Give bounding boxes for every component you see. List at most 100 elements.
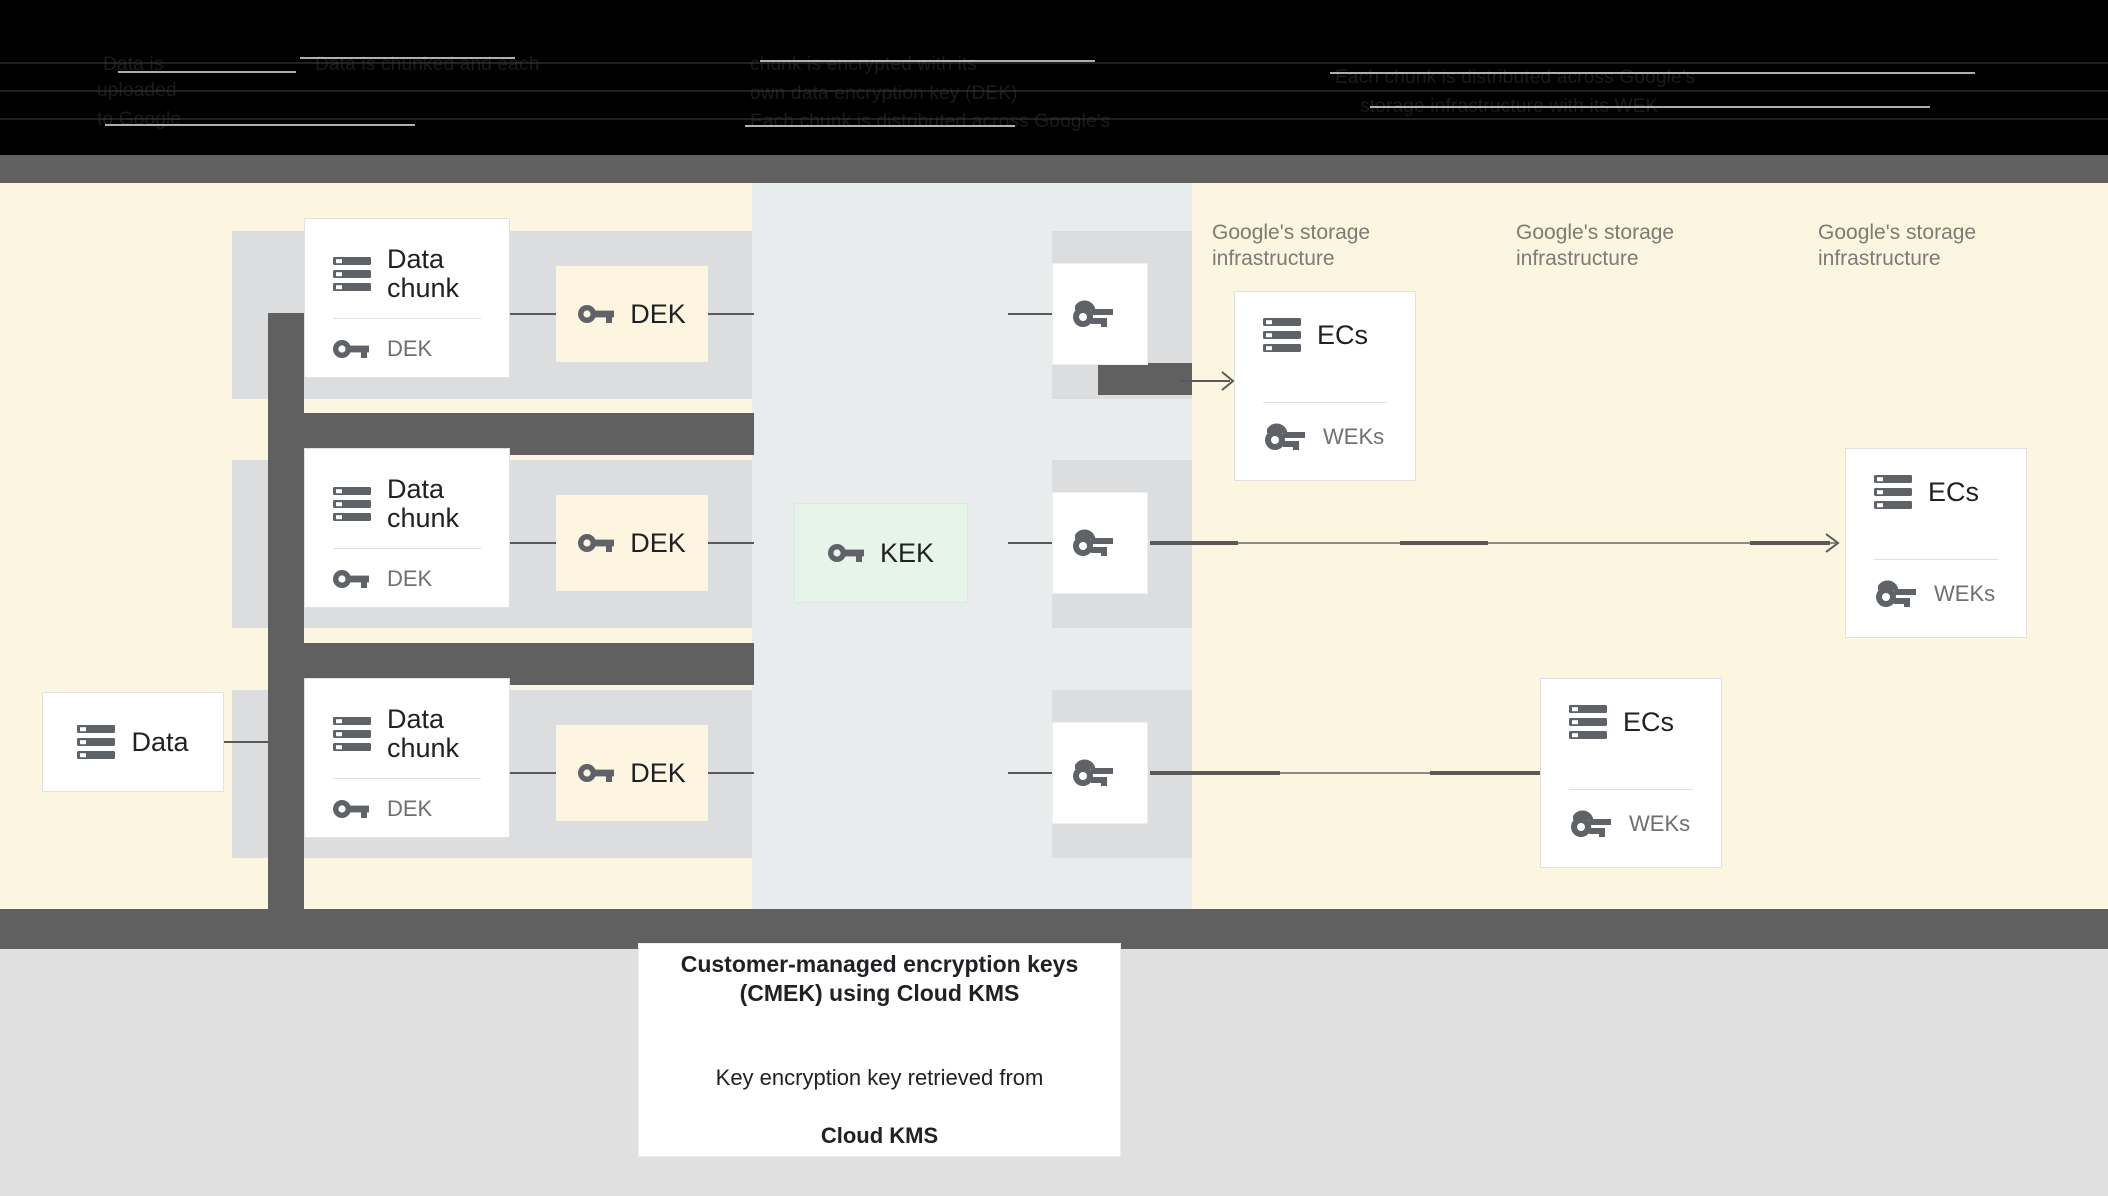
line-dek3-out [708,772,754,774]
data-chunk-title-3: Data chunk [387,704,460,763]
infra-label-1: Google's storage infrastructure [1212,221,1371,270]
storage-card-title-1: ECs [1317,319,1369,350]
data-chunk-card-1[interactable]: Data chunk DEK [304,218,510,378]
server-icon [1874,475,1912,509]
line-dek1-out [708,313,754,315]
header-divider-strip [0,155,2108,183]
wrapped-key-icon [1569,810,1611,838]
banner-underline-1 [118,71,296,73]
banner-text-4: Data is chunked and each [315,54,540,75]
caption-title: Customer-managed encryption keys (CMEK) … [680,951,1079,1006]
line-chunk3-to-dek3 [510,772,556,774]
caption-body-line1: Key encryption key retrieved from [715,1065,1044,1090]
line-chunk2-to-dek2 [510,542,556,544]
key-icon [578,303,615,325]
dek-box-3[interactable]: DEK [556,725,708,821]
wrapped-key-box-2[interactable] [1052,492,1148,594]
banner-text-3: to Google [97,109,182,130]
banner-text-7: Each chunk is distributed across Google'… [750,111,1111,132]
kek-box[interactable]: KEK [794,503,968,603]
banner-text-1: Data is [103,54,164,75]
banner-underline-7 [1370,106,1930,108]
card-divider [1874,559,1998,560]
card-divider [333,548,481,549]
storage-card-title-2: ECs [1928,476,1980,507]
banner-underline-5 [745,125,1015,127]
caption-body: Key encryption key retrieved from Cloud … [716,1034,1044,1150]
key-icon [578,532,615,554]
kek-label: KEK [879,537,935,568]
card-divider [333,318,481,319]
caption-box: Customer-managed encryption keys (CMEK) … [638,943,1121,1157]
data-chunk-key-label-2: DEK [387,566,433,591]
data-source-box[interactable]: Data [42,692,224,792]
server-icon [77,725,116,759]
card-divider [333,778,481,779]
key-icon [827,542,864,564]
key-icon [333,338,369,360]
line-dek2-out [708,542,754,544]
card-divider [1263,402,1387,403]
storage-card-title-3: ECs [1623,706,1675,737]
storage-card-key-label-1: WEKs [1323,424,1385,449]
connector-spine [268,313,304,953]
server-icon [333,717,371,751]
server-icon [1569,705,1607,739]
banner-underline-3 [105,124,415,126]
wrapped-key-icon [1071,529,1113,557]
dek-label-1: DEK [630,298,686,329]
key-icon [578,762,615,784]
data-chunk-title-2: Data chunk [387,474,460,533]
data-chunk-key-label-1: DEK [387,336,433,361]
banner-text-5: chunk is encrypted with its [750,54,978,75]
line-data-to-spine [224,741,270,743]
line-to-wek-2 [1008,542,1052,544]
obscured-header-banner: Data is uploaded to Google Data is chunk… [0,0,2108,155]
storage-card-3[interactable]: ECs WEKs [1540,678,1722,868]
wrapped-key-box-1[interactable] [1052,263,1148,365]
card-divider [1569,789,1693,790]
dek-box-1[interactable]: DEK [556,266,708,362]
dek-label-3: DEK [630,757,686,788]
caption-body-line2: Cloud KMS [820,1123,939,1148]
banner-rule-2 [0,90,2108,92]
wrapped-key-icon [1263,423,1305,451]
data-chunk-card-2[interactable]: Data chunk DEK [304,448,510,608]
data-chunk-key-label-3: DEK [387,796,433,821]
diagram-canvas: Data Data chunk [0,183,2108,953]
server-icon [1263,318,1301,352]
storage-card-key-label-3: WEKs [1629,811,1691,836]
banner-rule-3 [0,118,2108,120]
banner-underline-2 [300,57,515,59]
banner-text-8: Each chunk is distributed across Google'… [1335,67,1696,88]
wrapped-key-box-3[interactable] [1052,722,1148,824]
key-icon [333,568,369,590]
data-chunk-card-3[interactable]: Data chunk DEK [304,678,510,838]
arrow-to-storage-1 [1180,371,1235,391]
arrow-to-storage-2 [1150,533,1840,553]
server-icon [333,257,371,291]
line-to-wek-3 [1008,772,1052,774]
banner-underline-6 [1330,72,1975,74]
data-chunk-title-1: Data chunk [387,244,460,303]
banner-rule-1 [0,62,2108,64]
dek-label-2: DEK [630,527,686,558]
storage-card-2[interactable]: ECs WEKs [1845,448,2027,638]
banner-underline-4 [760,60,1095,62]
storage-card-1[interactable]: ECs WEKs [1234,291,1416,481]
wrapped-key-icon [1874,580,1916,608]
banner-text-6: own data encryption key (DEK) [750,83,1018,104]
line-chunk1-to-dek1 [510,313,556,315]
server-icon [333,487,371,521]
line-to-wek-1 [1008,313,1052,315]
wrapped-key-icon [1071,300,1113,328]
storage-card-key-label-2: WEKs [1934,581,1996,606]
infra-label-3: Google's storage infrastructure [1818,221,1977,270]
wrapped-key-icon [1071,759,1113,787]
footer-divider-strip [0,909,2108,949]
key-icon [333,798,369,820]
connector-wek-branch-1 [1098,363,1192,395]
dek-box-2[interactable]: DEK [556,495,708,591]
infra-label-2: Google's storage infrastructure [1516,221,1675,270]
